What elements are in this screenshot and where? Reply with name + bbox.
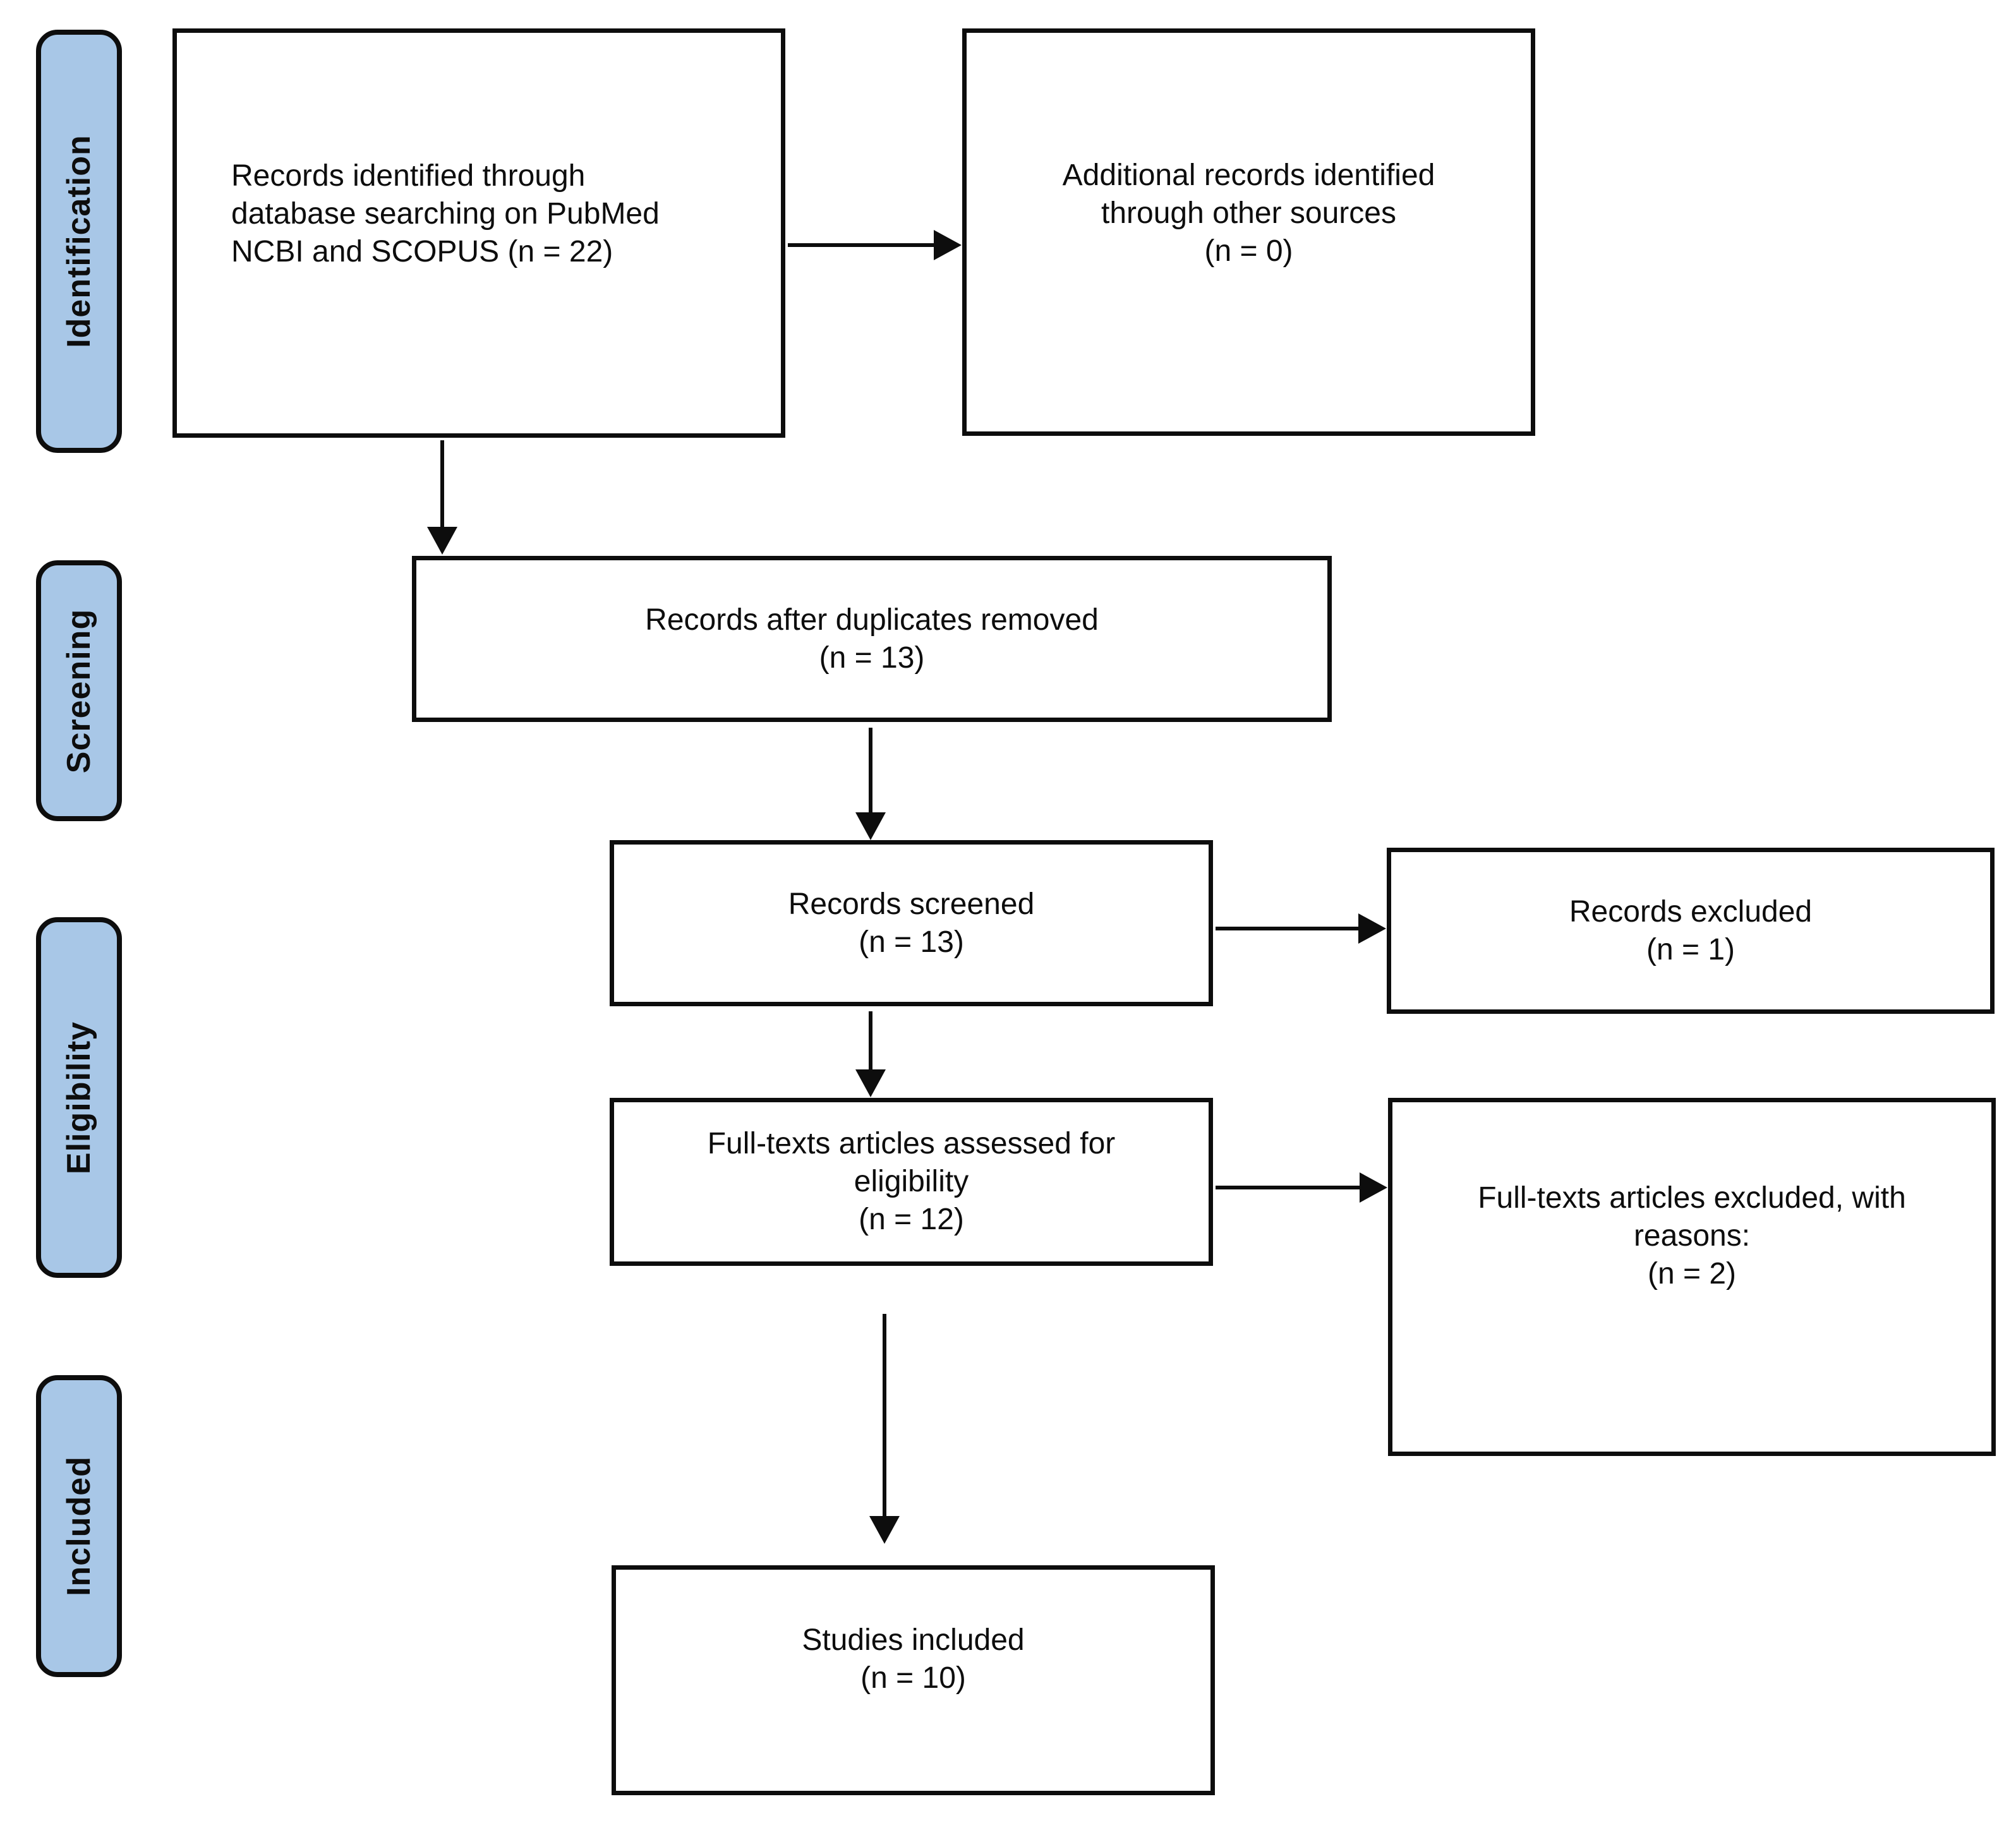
node-text-line: NCBI and SCOPUS (n = 22) xyxy=(231,235,613,268)
arrowhead-right-icon xyxy=(1358,913,1386,944)
arrowhead-right-icon xyxy=(934,230,962,260)
node-fulltext-excluded: Full-texts articles excluded, with reaso… xyxy=(1388,1098,1996,1456)
node-text-line: through other sources xyxy=(1101,196,1396,230)
node-text-line: Records screened xyxy=(788,887,1035,921)
stage-label-eligibility: Eligibility xyxy=(36,917,122,1278)
node-text-line: Full-texts articles assessed for xyxy=(707,1127,1116,1160)
arrow-fulltext-to-excluded xyxy=(1216,1186,1360,1189)
node-text-line: Records excluded xyxy=(1569,894,1813,929)
arrowhead-down-icon xyxy=(869,1516,900,1544)
node-text-line: (n = 10) xyxy=(860,1661,966,1695)
stage-label-included: Included xyxy=(36,1375,122,1677)
node-text-line: Studies included xyxy=(802,1623,1025,1657)
node-text-line: Records after duplicates removed xyxy=(645,603,1099,637)
node-text-line: reasons: xyxy=(1633,1218,1751,1253)
node-text-line: (n = 12) xyxy=(859,1203,964,1236)
arrowhead-down-icon xyxy=(855,1069,886,1097)
node-text-line: (n = 13) xyxy=(859,925,964,959)
arrow-identified-to-additional xyxy=(788,243,934,247)
node-text-line: Records identified through xyxy=(231,159,586,193)
stage-label-identification: Identification xyxy=(36,30,122,453)
stage-label-included-text: Included xyxy=(61,1456,98,1596)
arrow-screened-to-fulltext xyxy=(869,1011,872,1070)
stage-label-identification-text: Identification xyxy=(61,135,97,348)
arrow-screened-to-excluded xyxy=(1216,927,1359,930)
node-text-line: eligibility xyxy=(854,1165,969,1198)
node-text-line: (n = 13) xyxy=(819,641,925,675)
arrow-identified-to-duplicates xyxy=(440,440,444,527)
node-records-excluded: Records excluded (n = 1) xyxy=(1387,848,1995,1014)
node-additional-records: Additional records identified through ot… xyxy=(962,28,1535,436)
arrowhead-down-icon xyxy=(855,812,886,840)
node-records-identified: Records identified through database sear… xyxy=(172,28,785,438)
node-text-line: database searching on PubMed xyxy=(231,197,660,231)
node-after-duplicates: Records after duplicates removed (n = 13… xyxy=(412,556,1332,722)
node-text-line: (n = 1) xyxy=(1646,932,1735,966)
arrow-fulltext-to-included xyxy=(883,1314,886,1517)
stage-label-screening-text: Screening xyxy=(61,608,98,773)
stage-label-screening: Screening xyxy=(36,560,122,821)
arrow-duplicates-to-screened xyxy=(869,728,872,813)
node-fulltext-assessed: Full-texts articles assessed for eligibi… xyxy=(610,1098,1213,1266)
node-records-screened: Records screened (n = 13) xyxy=(610,840,1213,1006)
node-text-line: (n = 0) xyxy=(1204,234,1293,268)
node-text-line: Additional records identified xyxy=(1062,158,1435,192)
node-text-line: (n = 2) xyxy=(1647,1256,1737,1291)
node-text-line: Full-texts articles excluded, with xyxy=(1478,1181,1906,1215)
arrowhead-down-icon xyxy=(427,527,457,555)
stage-label-eligibility-text: Eligibility xyxy=(61,1021,98,1174)
node-studies-included: Studies included (n = 10) xyxy=(612,1565,1215,1795)
arrowhead-right-icon xyxy=(1360,1172,1387,1203)
